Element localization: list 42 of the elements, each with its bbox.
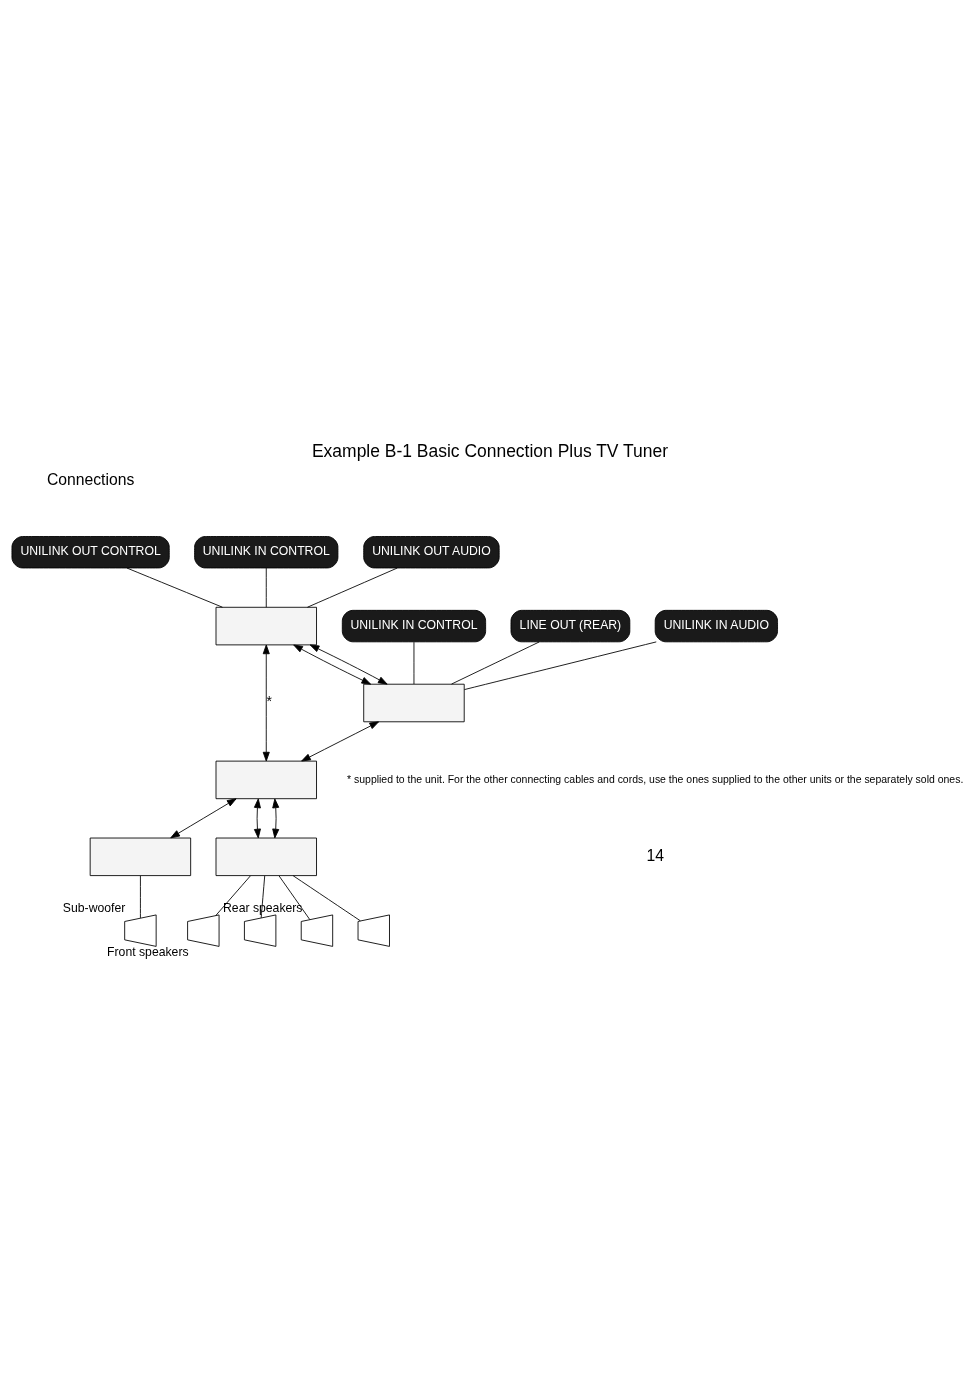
connector <box>307 567 398 608</box>
caption: * supplied to the unit. For the other connecting cables and cords, use the ones supplied to the other units or the separately sold ones. <box>347 773 964 785</box>
connector <box>126 567 223 608</box>
node-box: UNILINK OUT CONTROL <box>11 535 170 568</box>
connector <box>215 874 251 916</box>
arrow <box>309 644 388 685</box>
label: Connections <box>46 470 135 488</box>
node-box <box>215 606 317 645</box>
node-label: Sub-woofer <box>62 900 126 915</box>
label: 14 <box>646 846 664 864</box>
edge-label: * <box>266 692 273 709</box>
arrow <box>262 644 270 761</box>
connector <box>413 641 415 684</box>
arrow <box>170 797 237 838</box>
node-speaker <box>300 914 334 947</box>
connector <box>292 874 361 921</box>
node-label: Rear speakers <box>223 900 303 915</box>
node-speaker <box>187 914 220 947</box>
node-speaker <box>124 914 157 947</box>
arrow <box>253 798 261 838</box>
diagram-title: Example B-1 Basic Connection Plus TV Tuner <box>311 440 669 461</box>
node-box <box>363 683 465 722</box>
connector <box>464 640 657 690</box>
node-speaker <box>244 914 277 947</box>
node-box <box>215 837 317 876</box>
connector <box>451 641 540 684</box>
connector <box>265 567 267 608</box>
node-speaker <box>357 914 390 947</box>
connector <box>260 874 266 918</box>
node-box: UNILINK IN CONTROL <box>194 535 339 568</box>
node-box <box>89 837 192 876</box>
node-box: UNILINK IN AUDIO <box>654 609 778 642</box>
node-box: UNILINK IN CONTROL <box>341 609 487 642</box>
node-box: UNILINK OUT AUDIO <box>363 535 500 568</box>
connector <box>139 874 141 918</box>
arrow <box>301 720 380 761</box>
node-box: LINE OUT (REAR) <box>510 609 631 642</box>
arrow <box>293 644 372 685</box>
node-label: Front speakers <box>107 944 189 959</box>
connector <box>278 874 311 920</box>
arrow <box>272 798 280 838</box>
node-box <box>215 760 317 799</box>
